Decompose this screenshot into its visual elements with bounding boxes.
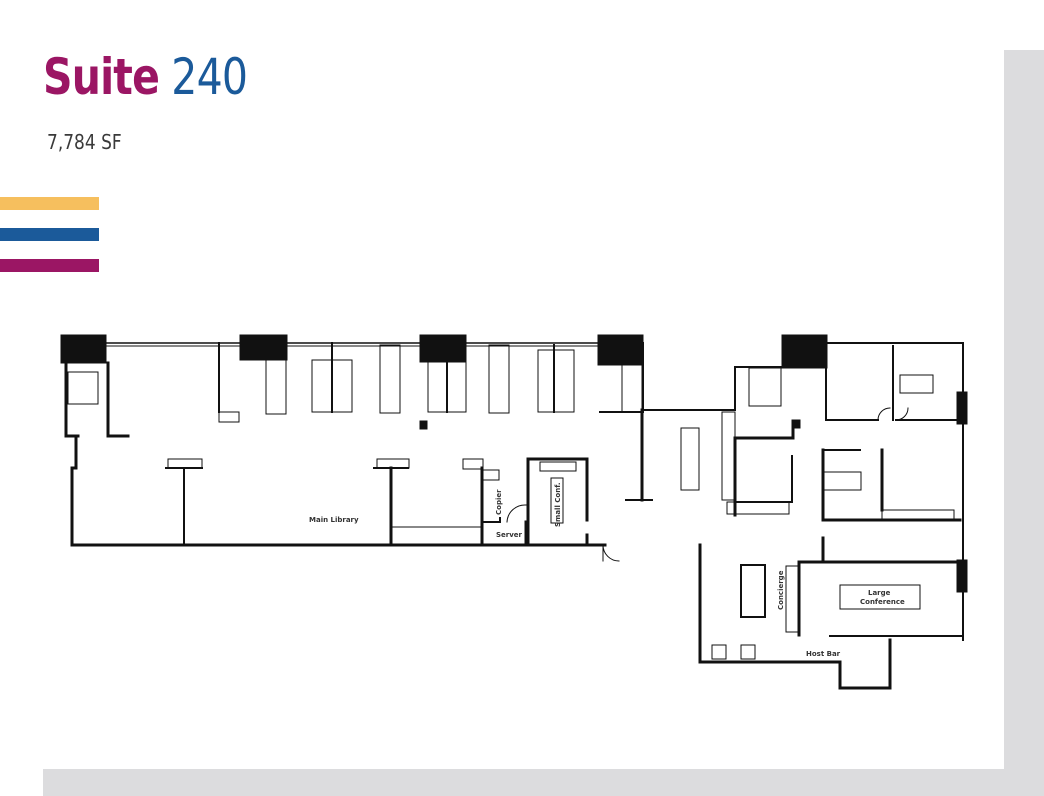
stripe-blue bbox=[0, 228, 99, 241]
room-label-small-conference: Small Conf. bbox=[554, 482, 562, 527]
square-footage: 7,784 SF bbox=[47, 130, 122, 154]
room-label-concierge: Concierge bbox=[777, 570, 785, 610]
bottom-gray-bar bbox=[43, 769, 1044, 796]
room-label-server: Server bbox=[496, 531, 523, 539]
room-label-large-conference-2: Conference bbox=[860, 598, 905, 606]
suite-number: 240 bbox=[171, 48, 248, 106]
room-label-host-bar: Host Bar bbox=[806, 650, 841, 658]
suite-title-word: Suite bbox=[43, 48, 160, 106]
stripe-yellow bbox=[0, 197, 99, 210]
room-label-large-conference-1: Large bbox=[868, 589, 891, 597]
stripe-magenta bbox=[0, 259, 99, 272]
suite-title: Suite 240 bbox=[43, 52, 248, 102]
right-gray-panel bbox=[1004, 50, 1044, 769]
room-label-copier: Copier bbox=[495, 489, 503, 515]
room-label-main-library: Main Library bbox=[309, 516, 359, 524]
